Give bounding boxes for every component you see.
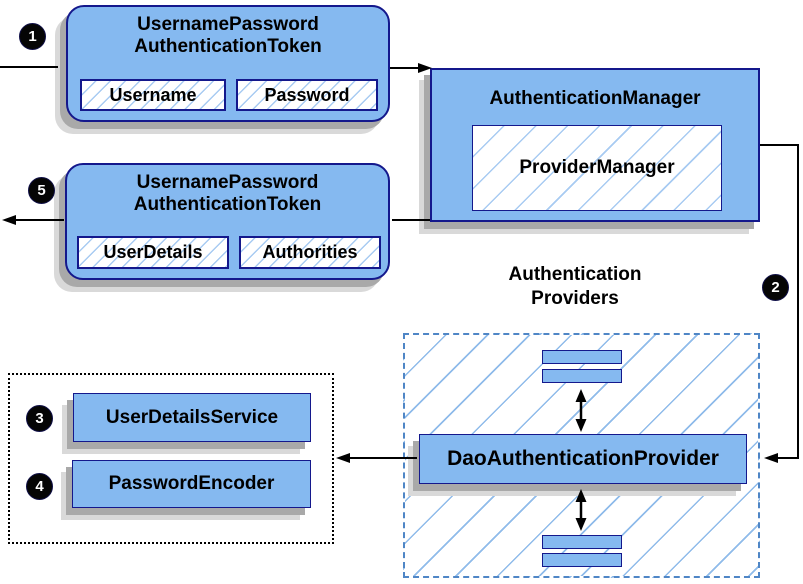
provider-manager-node: ProviderManager [472, 125, 722, 211]
username-password-token-response-node: UsernamePassword AuthenticationToken Use… [65, 163, 390, 280]
step-5-badge: 5 [28, 177, 55, 204]
step-1-number: 1 [28, 28, 37, 45]
step-3-number: 3 [35, 410, 44, 427]
authentication-providers-title-line1: Authentication [508, 264, 642, 285]
step-1-badge: 1 [19, 23, 46, 50]
dao-authentication-provider-node: DaoAuthenticationProvider [419, 434, 747, 484]
provider-to-collaborators-arrowhead-icon [336, 453, 350, 463]
outgoing-response-arrowhead-icon [2, 215, 16, 225]
other-provider-bar-top-1 [542, 350, 622, 364]
token-request-title-line2: AuthenticationToken [134, 36, 322, 58]
collaborators-region [8, 373, 334, 544]
user-details-field-node: UserDetails [77, 236, 229, 269]
step-4-badge: 4 [26, 473, 53, 500]
password-field-label: Password [264, 84, 350, 105]
provider-manager-label: ProviderManager [519, 157, 675, 178]
step-2-badge: 2 [762, 274, 789, 301]
step-3-badge: 3 [26, 405, 53, 432]
password-encoder-node: PasswordEncoder [72, 460, 311, 508]
username-field-label: Username [109, 84, 197, 105]
step-4-number: 4 [35, 478, 44, 495]
step-2-number: 2 [771, 279, 780, 296]
manager-to-provider-line [760, 144, 799, 459]
token-response-title-line1: UsernamePassword [136, 172, 319, 193]
authentication-manager-node: AuthenticationManager ProviderManager [430, 68, 760, 222]
authorities-field-label: Authorities [262, 242, 358, 262]
token-response-title: UsernamePassword AuthenticationToken [67, 172, 388, 217]
token-request-title-line1: UsernamePassword [137, 14, 319, 35]
user-details-field-label: UserDetails [103, 242, 203, 262]
manager-to-provider-arrowhead-icon [764, 453, 778, 463]
username-field-node: Username [80, 79, 226, 111]
password-encoder-label: PasswordEncoder [108, 473, 275, 494]
other-provider-bar-bottom-1 [542, 535, 622, 549]
authentication-providers-title: Authentication Providers [425, 263, 725, 311]
user-details-service-label: UserDetailsService [105, 406, 279, 428]
token-response-title-line2: AuthenticationToken [133, 194, 322, 216]
authentication-manager-title: AuthenticationManager [489, 88, 701, 109]
username-password-token-request-node: UsernamePassword AuthenticationToken Use… [66, 5, 390, 122]
step-5-number: 5 [37, 182, 46, 199]
user-details-service-node: UserDetailsService [73, 393, 311, 442]
password-field-node: Password [236, 79, 378, 111]
authorities-field-node: Authorities [239, 236, 381, 269]
dao-authentication-provider-label: DaoAuthenticationProvider [447, 447, 719, 470]
other-provider-bar-top-2 [542, 369, 622, 383]
token-request-title: UsernamePassword AuthenticationToken [68, 14, 388, 59]
other-provider-bar-bottom-2 [542, 553, 622, 567]
authentication-providers-title-line2: Providers [531, 287, 619, 309]
